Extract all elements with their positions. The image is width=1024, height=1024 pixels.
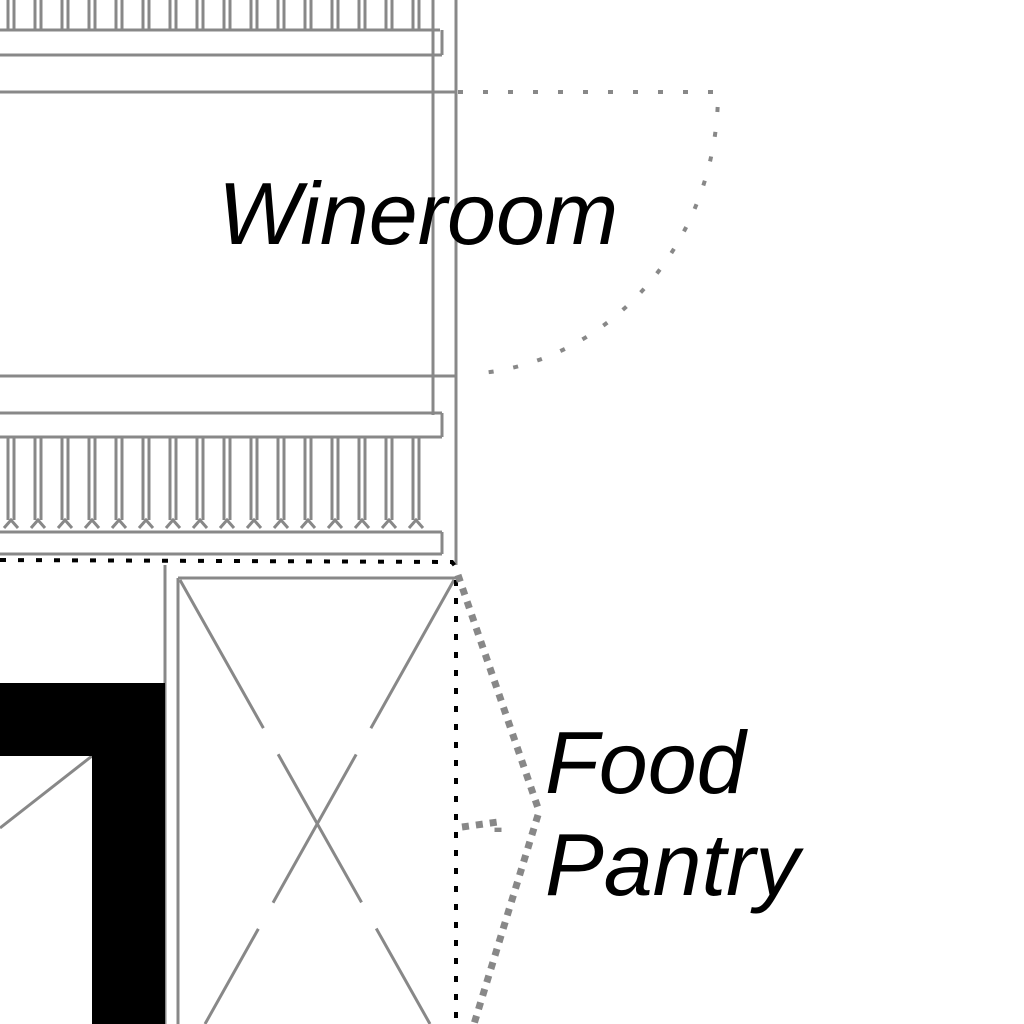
wine-rack-top <box>0 0 444 57</box>
wine-rack-slat-foot <box>137 517 155 529</box>
pantry-door-swing-leaf <box>461 817 502 832</box>
wine-rack-slat-foot <box>380 517 398 529</box>
wine-rack-slat-foot <box>191 517 209 529</box>
wine-rack-slat-foot <box>83 517 101 529</box>
wine-rack-slat-foot <box>56 517 74 529</box>
wine-rack-bottom <box>0 411 444 556</box>
wine-rack-slat-foot <box>2 517 20 529</box>
pantry-door-swing-upper <box>454 573 542 810</box>
wine-rack-slat-foot <box>245 517 263 529</box>
stair-diagonal <box>0 754 93 830</box>
food-pantry-label-line1: Food <box>545 713 749 812</box>
pantry-door-swing-lower <box>470 813 542 1024</box>
solid-wall <box>0 683 165 1024</box>
wine-rack-slat-foot <box>326 517 344 529</box>
food-pantry-label-line2: Pantry <box>545 815 804 914</box>
wine-rack-slat-foot <box>272 517 290 529</box>
wine-rack-slat-foot <box>164 517 182 529</box>
wine-rack-slat-foot <box>218 517 236 529</box>
wine-rack-slat-foot <box>407 517 425 529</box>
wine-rack-slat-foot <box>110 517 128 529</box>
wine-rack-slat-foot <box>299 517 317 529</box>
closet-shelving <box>163 565 456 1024</box>
wine-rack-slat-foot <box>29 517 47 529</box>
pantry-boundary-top <box>0 558 460 572</box>
wineroom-label: Wineroom <box>218 164 618 263</box>
wine-rack-slat-foot <box>353 517 371 529</box>
